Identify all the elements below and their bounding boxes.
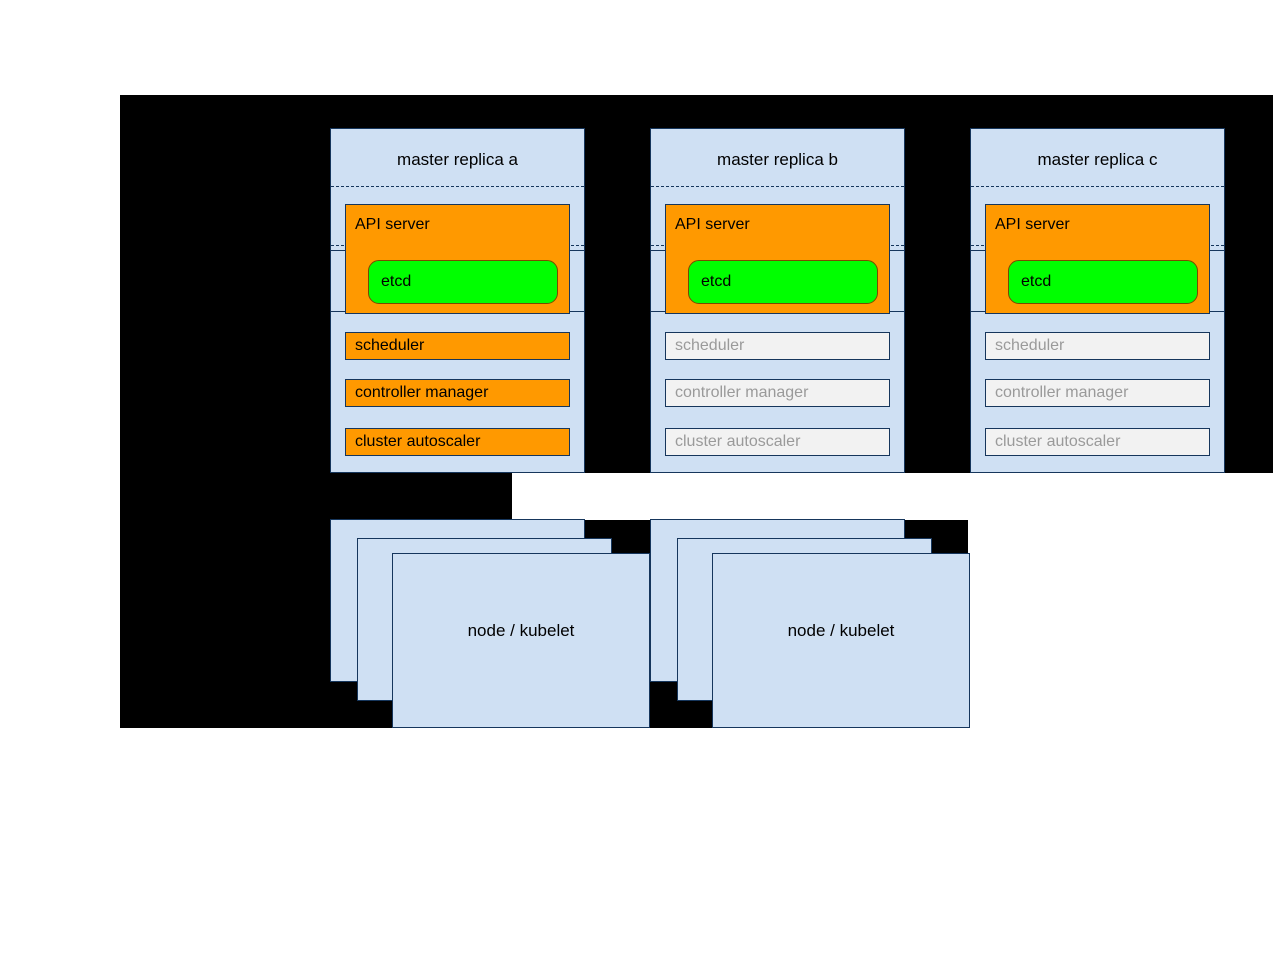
master-replica-b-title: master replica b — [717, 150, 838, 169]
backdrop-notch — [120, 473, 512, 520]
replica-b-api-server-label: API server — [675, 216, 750, 233]
replica-b-scheduler[interactable]: scheduler — [665, 332, 890, 360]
replica-b-divider-top — [651, 186, 904, 187]
replica-a-etcd-label: etcd — [381, 273, 412, 290]
replica-a-cluster-autoscaler-label: cluster autoscaler — [355, 433, 481, 450]
replica-a-controller-manager-label: controller manager — [355, 384, 489, 401]
replica-c-cluster-autoscaler[interactable]: cluster autoscaler — [985, 428, 1210, 456]
replica-b-api-server-box[interactable]: API server etcd — [665, 204, 890, 314]
master-replica-c[interactable]: master replica c API server etcd schedul… — [970, 128, 1225, 473]
replica-a-etcd[interactable]: etcd — [368, 260, 558, 304]
replica-a-divider-top — [331, 186, 584, 187]
master-replica-a-title: master replica a — [397, 150, 518, 169]
replica-a-api-server-box[interactable]: API server etcd — [345, 204, 570, 314]
replica-c-etcd[interactable]: etcd — [1008, 260, 1198, 304]
replica-b-scheduler-label: scheduler — [675, 337, 745, 354]
replica-b-cluster-autoscaler[interactable]: cluster autoscaler — [665, 428, 890, 456]
replica-c-scheduler-label: scheduler — [995, 337, 1065, 354]
replica-b-controller-manager-label: controller manager — [675, 384, 809, 401]
node-stack-1-card-front[interactable]: node / kubelet — [392, 553, 650, 728]
master-replica-b[interactable]: master replica b API server etcd schedul… — [650, 128, 905, 473]
replica-c-etcd-label: etcd — [1021, 273, 1052, 290]
node-stack-2-label: node / kubelet — [787, 621, 895, 640]
replica-b-etcd-label: etcd — [701, 273, 732, 290]
replica-b-cluster-autoscaler-label: cluster autoscaler — [675, 433, 801, 450]
replica-b-controller-manager[interactable]: controller manager — [665, 379, 890, 407]
replica-c-api-server-box[interactable]: API server etcd — [985, 204, 1210, 314]
replica-a-cluster-autoscaler[interactable]: cluster autoscaler — [345, 428, 570, 456]
node-stack-1-label: node / kubelet — [467, 621, 575, 640]
replica-c-divider-top — [971, 186, 1224, 187]
replica-c-api-server-label: API server — [995, 216, 1070, 233]
replica-a-scheduler[interactable]: scheduler — [345, 332, 570, 360]
replica-a-api-server-label: API server — [355, 216, 430, 233]
master-replica-c-title: master replica c — [1037, 150, 1158, 169]
replica-c-scheduler[interactable]: scheduler — [985, 332, 1210, 360]
node-stack-2-card-front[interactable]: node / kubelet — [712, 553, 970, 728]
replica-c-cluster-autoscaler-label: cluster autoscaler — [995, 433, 1121, 450]
replica-b-etcd[interactable]: etcd — [688, 260, 878, 304]
replica-a-controller-manager[interactable]: controller manager — [345, 379, 570, 407]
replica-c-controller-manager[interactable]: controller manager — [985, 379, 1210, 407]
master-replica-a[interactable]: master replica a API server etcd schedul… — [330, 128, 585, 473]
replica-c-controller-manager-label: controller manager — [995, 384, 1129, 401]
replica-a-scheduler-label: scheduler — [355, 337, 425, 354]
